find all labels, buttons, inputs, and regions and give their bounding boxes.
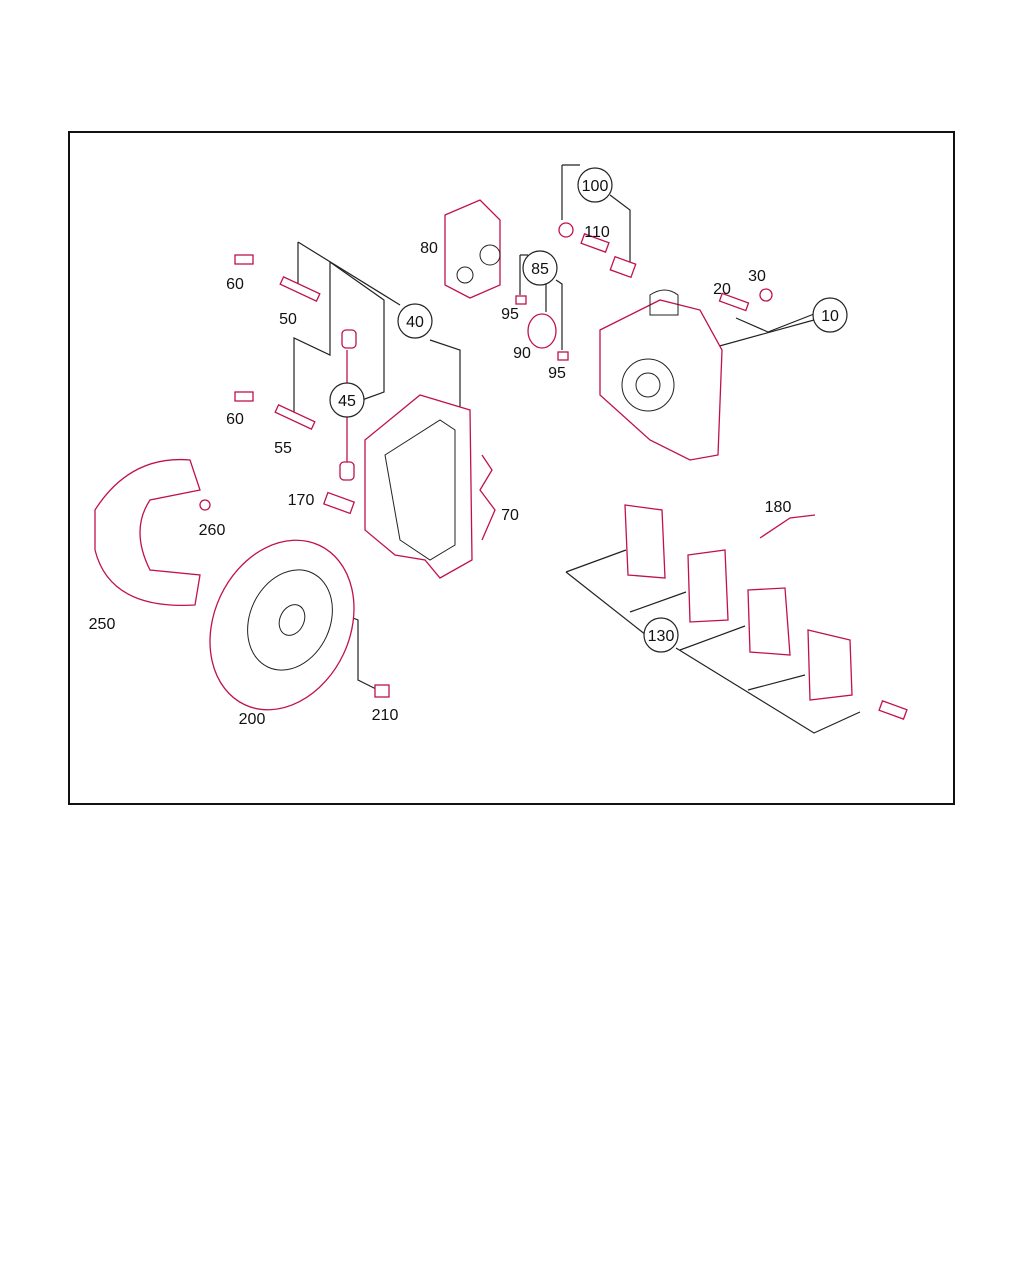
callout-70[interactable]: 70 bbox=[501, 507, 519, 524]
anti-rattle-spring-70 bbox=[479, 454, 496, 541]
callout-85[interactable]: 85 bbox=[531, 261, 549, 278]
diagram-frame bbox=[68, 131, 955, 805]
callout-60a[interactable]: 60 bbox=[226, 276, 244, 293]
dust-shield-250 bbox=[94, 458, 201, 607]
leader-lines bbox=[293, 164, 861, 734]
callout-90[interactable]: 90 bbox=[513, 345, 531, 362]
callout-95a[interactable]: 95 bbox=[501, 306, 519, 323]
callout-55[interactable]: 55 bbox=[274, 440, 292, 457]
callout-50[interactable]: 50 bbox=[279, 311, 297, 328]
callout-100[interactable]: 100 bbox=[582, 178, 609, 195]
callout-200[interactable]: 200 bbox=[239, 711, 266, 728]
callout-130-circle bbox=[643, 617, 679, 653]
callout-45-circle bbox=[329, 382, 365, 418]
callout-10-circle bbox=[812, 297, 848, 333]
brake-disc-200 bbox=[209, 539, 355, 711]
small-parts bbox=[199, 222, 908, 720]
callout-20[interactable]: 20 bbox=[713, 281, 731, 298]
callout-80[interactable]: 80 bbox=[420, 240, 438, 257]
callout-100-circle bbox=[577, 167, 613, 203]
caliper-housing-10 bbox=[599, 289, 723, 461]
callout-45[interactable]: 45 bbox=[338, 393, 356, 410]
callout-95b[interactable]: 95 bbox=[548, 365, 566, 382]
callout-85-circle bbox=[522, 250, 558, 286]
callout-260[interactable]: 260 bbox=[199, 522, 226, 539]
callout-40[interactable]: 40 bbox=[406, 314, 424, 331]
caliper-carrier-40 bbox=[364, 394, 473, 579]
callout-10[interactable]: 10 bbox=[821, 308, 839, 325]
callout-circles bbox=[329, 167, 848, 653]
callout-130[interactable]: 130 bbox=[648, 628, 675, 645]
callout-labels: 100 110 85 80 95 90 95 20 30 10 60 50 40… bbox=[89, 178, 839, 728]
callout-170[interactable]: 170 bbox=[288, 492, 315, 509]
actuator-motor-80 bbox=[444, 199, 501, 299]
callout-30[interactable]: 30 bbox=[748, 268, 766, 285]
callout-180[interactable]: 180 bbox=[765, 499, 792, 516]
callout-250[interactable]: 250 bbox=[89, 616, 116, 633]
callout-110[interactable]: 110 bbox=[584, 224, 610, 241]
callout-60b[interactable]: 60 bbox=[226, 411, 244, 428]
callout-210[interactable]: 210 bbox=[372, 707, 399, 724]
brake-pads-130 bbox=[624, 504, 853, 701]
callout-40-circle bbox=[397, 303, 433, 339]
